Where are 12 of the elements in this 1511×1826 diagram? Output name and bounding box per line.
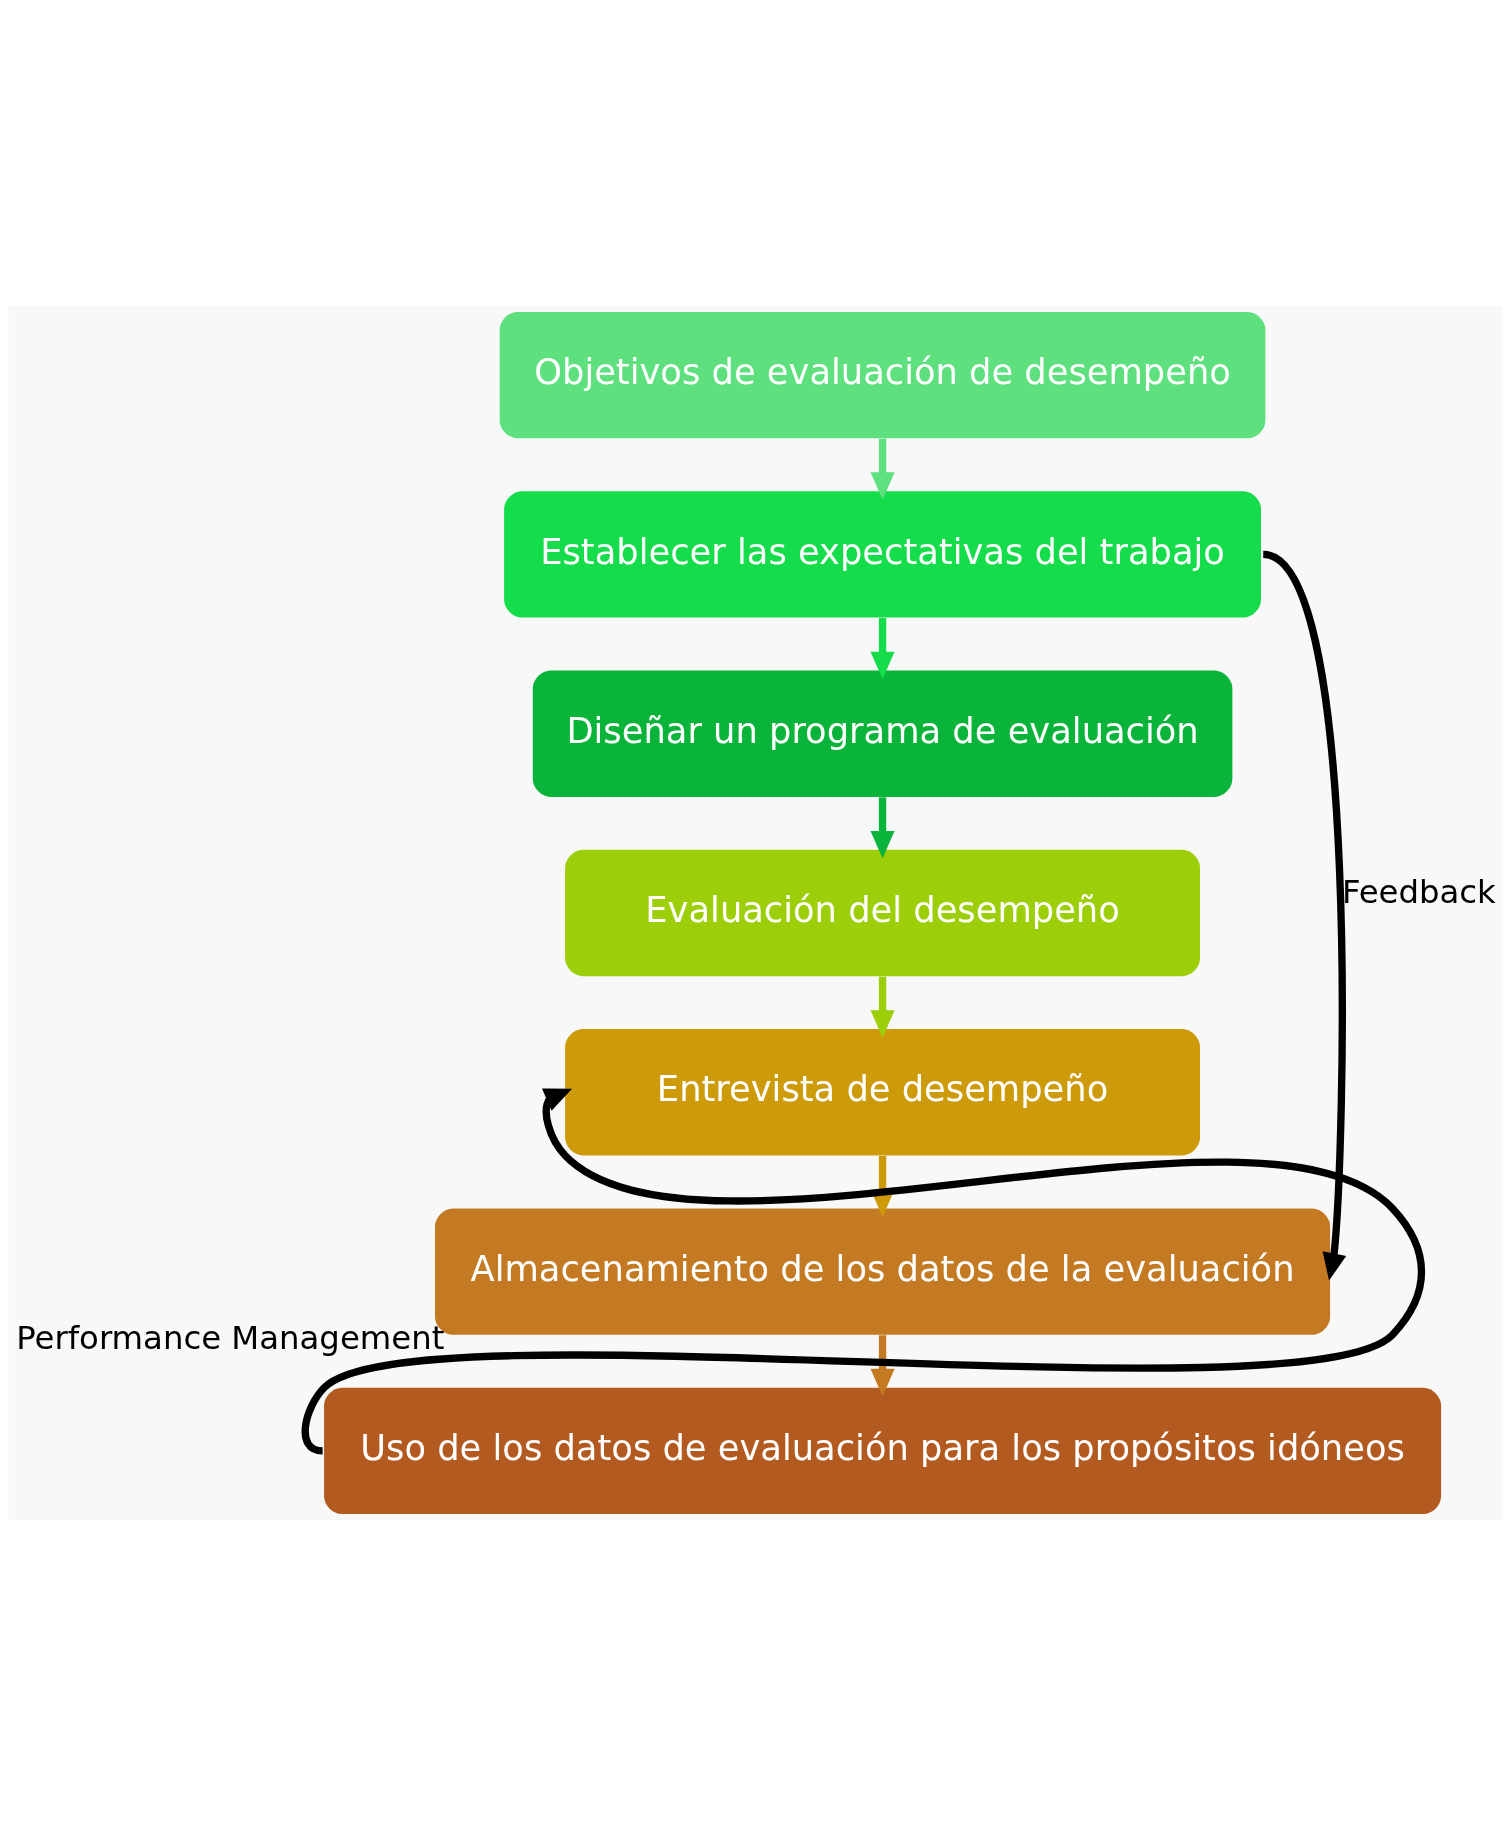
arrow [870,976,895,1038]
node-box: Uso de los datos de evaluación para los propósitos idóneos [324,1387,1442,1515]
arrow [870,618,895,680]
node-box: Evaluación del desempeño [565,849,1201,977]
node-box: Entrevista de desempeño [565,1029,1201,1156]
node-box: Objetivos de evaluación de desempeño [499,311,1266,439]
node-box: Diseñar un programa de evaluación [532,670,1233,797]
arrow [870,1335,895,1397]
node-box: Establecer las expectativas del trabajo [504,491,1261,618]
arrow [870,797,895,859]
edge-label: Feedback [1341,872,1496,911]
arrow [870,438,895,500]
